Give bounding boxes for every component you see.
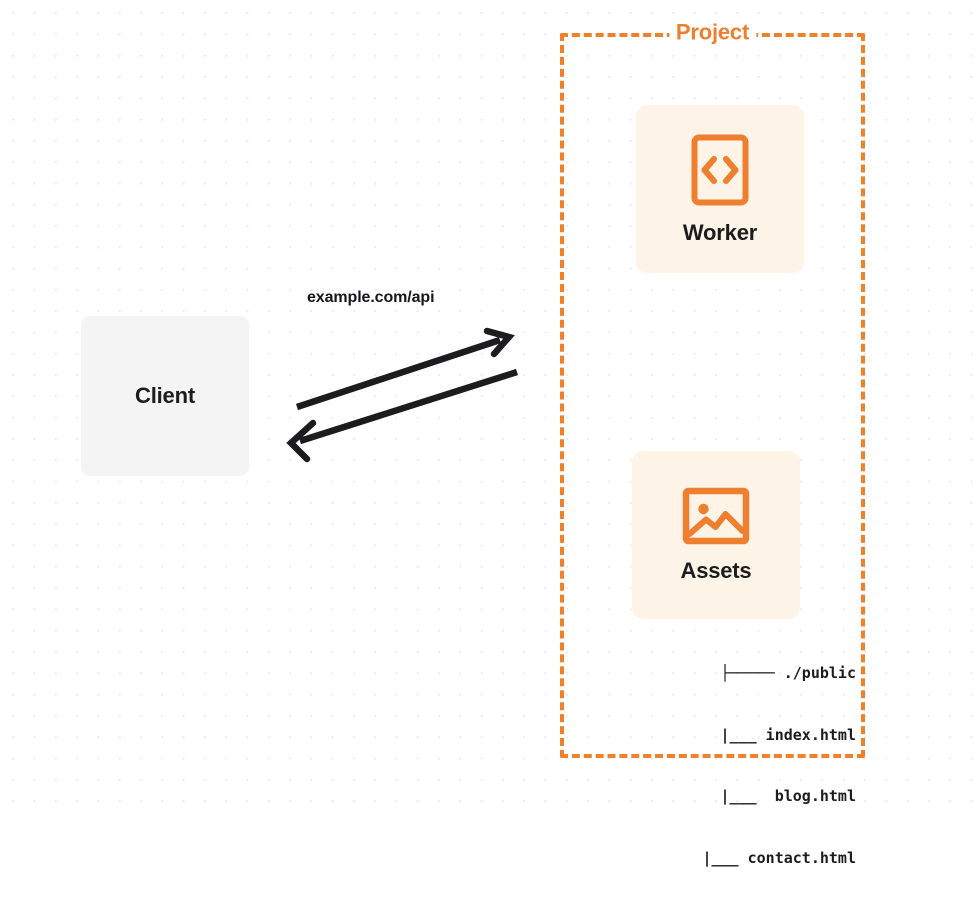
diagram-canvas: Client example.com/api Project bbox=[0, 0, 980, 867]
assets-node-label: Assets bbox=[680, 557, 752, 583]
image-icon bbox=[682, 487, 750, 545]
request-arrow bbox=[295, 327, 515, 411]
response-arrow bbox=[286, 368, 518, 463]
file-tree-line: |___ blog.html bbox=[666, 787, 856, 805]
worker-node[interactable]: Worker bbox=[636, 105, 804, 273]
assets-file-tree: ├───── ./public |___ index.html |___ blo… bbox=[614, 622, 856, 909]
code-brackets-icon bbox=[690, 133, 750, 207]
worker-node-label: Worker bbox=[682, 219, 758, 245]
file-tree-line: ├───── ./public bbox=[720, 664, 856, 682]
project-group-title: Project bbox=[668, 19, 757, 46]
client-node-label: Client bbox=[135, 383, 195, 408]
client-node[interactable]: Client bbox=[81, 316, 249, 476]
assets-node[interactable]: Assets bbox=[632, 451, 800, 619]
file-tree-line: |___ index.html bbox=[666, 725, 856, 744]
request-url-label: example.com/api bbox=[307, 289, 435, 306]
file-tree-line: |___ contact.html bbox=[648, 848, 856, 867]
project-group-boundary: Project Worker Assets bbox=[560, 19, 865, 867]
